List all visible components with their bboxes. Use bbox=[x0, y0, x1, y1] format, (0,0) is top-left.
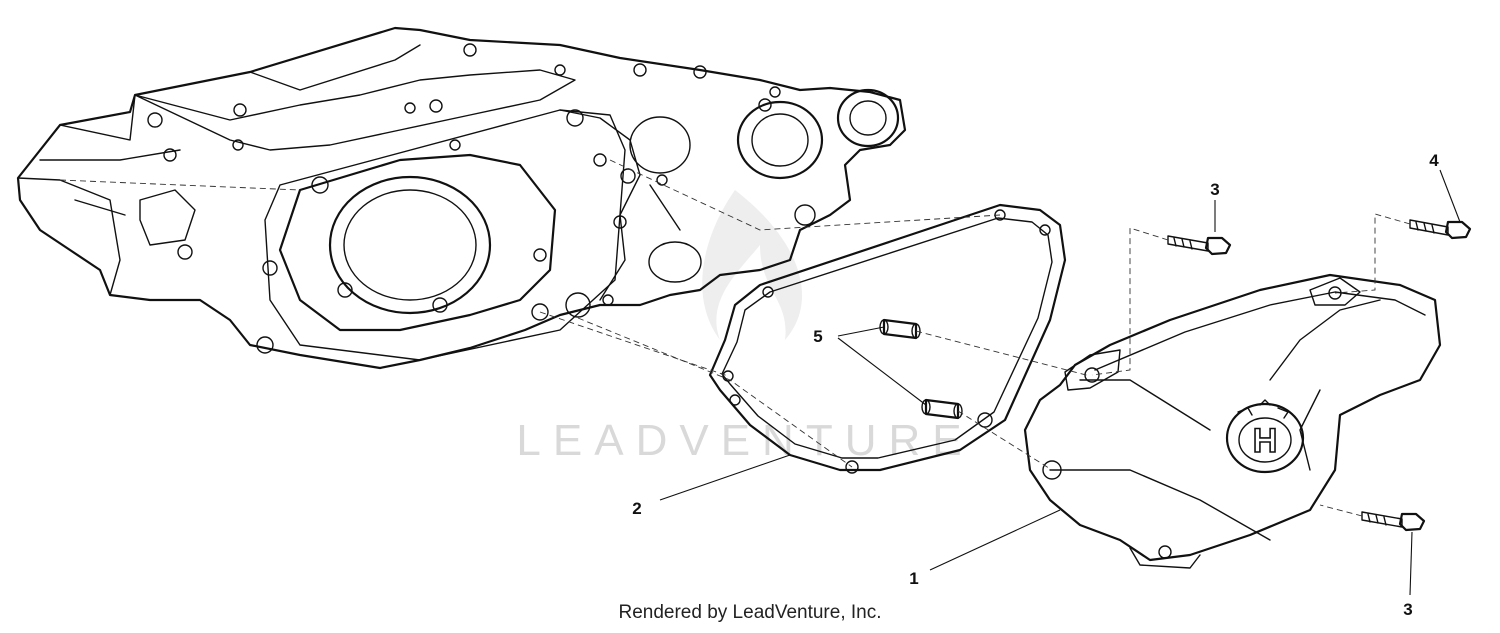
rendered-by-footer: Rendered by LeadVenture, Inc. bbox=[618, 602, 882, 623]
callout-part-5: 5 bbox=[813, 327, 822, 346]
ignition-cover-part-1: H bbox=[1023, 273, 1442, 569]
cover-logo-letter: H bbox=[1253, 422, 1278, 460]
callout-part-3-lower: 3 bbox=[1403, 600, 1412, 619]
dowel-pin-upper bbox=[879, 318, 921, 340]
watermark-text: LEADVENTURE bbox=[516, 416, 973, 465]
callout-part-4: 4 bbox=[1429, 151, 1439, 170]
husqvarna-logo-icon: H bbox=[1225, 399, 1305, 474]
callout-part-1: 1 bbox=[909, 569, 918, 588]
leader-lines bbox=[659, 169, 1461, 596]
crankcase bbox=[16, 26, 907, 370]
alignment-lines bbox=[59, 159, 1411, 517]
callout-part-3-upper: 3 bbox=[1210, 180, 1219, 199]
gasket-part-2 bbox=[708, 203, 1067, 474]
watermark-flame-logo bbox=[702, 190, 803, 340]
callout-part-2: 2 bbox=[632, 499, 641, 518]
bolt-part-3-lower bbox=[1361, 511, 1426, 532]
bolt-part-3-upper bbox=[1167, 235, 1232, 256]
bolt-part-4 bbox=[1409, 219, 1472, 240]
dowel-pin-lower bbox=[921, 398, 963, 420]
